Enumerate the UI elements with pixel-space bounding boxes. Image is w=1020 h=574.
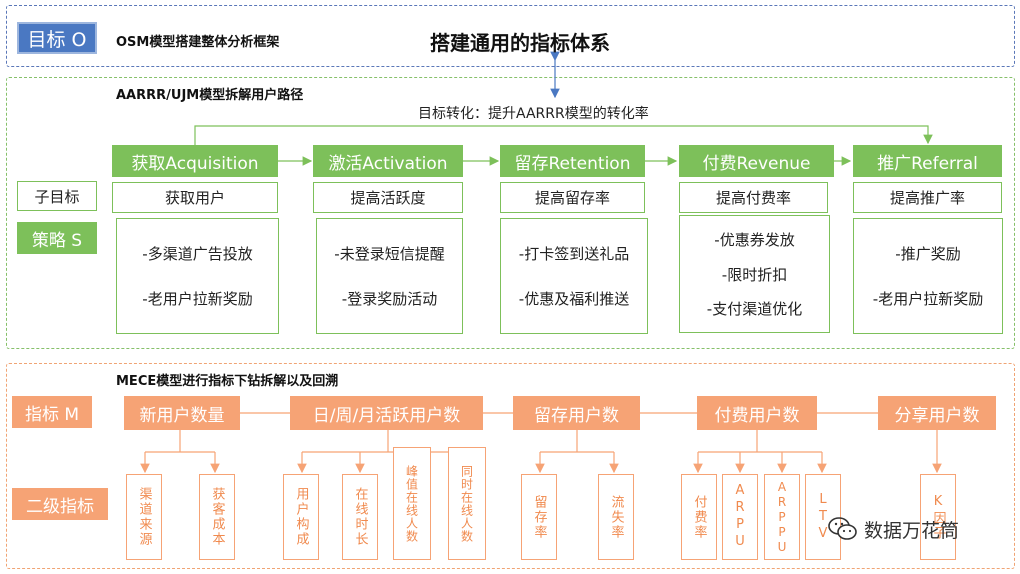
stage-head-activation: 激活Activation	[313, 145, 463, 177]
strategy-item: -限时折扣	[721, 265, 788, 284]
objective-frame	[6, 5, 1015, 67]
stage-strategy-referral: -推广奖励 -老用户拉新奖励	[853, 218, 1003, 334]
main-title: 搭建通用的指标体系	[430, 31, 610, 55]
metric-section-title: MECE模型进行指标下钻拆解以及回溯	[116, 374, 339, 389]
strategy-item: -老用户拉新奖励	[872, 290, 984, 308]
metric-head-active-users: 日/周/月活跃用户数	[290, 396, 483, 430]
strategy-item: -未登录短信提醒	[334, 245, 445, 263]
strategy-frame	[6, 77, 1015, 349]
strategy-item: -支付渠道优化	[706, 299, 803, 318]
metric-head-paying-users: 付费用户数	[697, 396, 817, 430]
secondary-metric-churn-rate: 流失率	[598, 474, 634, 560]
secondary-metric-arppu: ARPPU	[764, 474, 800, 560]
metric-frame	[6, 363, 1015, 569]
stage-goal-acquisition: 获取用户	[112, 182, 278, 213]
secondary-metric-k-factor: K因子	[920, 474, 956, 560]
objective-tag: 目标 O	[17, 22, 97, 54]
sub-goal-label: 子目标	[17, 181, 97, 211]
metric-head-retained-users: 留存用户数	[513, 396, 640, 430]
strategy-section-title: AARRR/UJM模型拆解用户路径	[116, 88, 304, 103]
strategy-item: -老用户拉新奖励	[142, 290, 253, 308]
stage-goal-referral: 提高推广率	[853, 182, 1002, 213]
secondary-metric-peak-online: 峰值在线人数	[393, 447, 431, 560]
stage-goal-activation: 提高活跃度	[313, 182, 463, 213]
secondary-metric-ltv: LTV	[805, 474, 841, 560]
stage-head-referral: 推广Referral	[853, 145, 1002, 177]
strategy-item: -登录奖励活动	[341, 290, 438, 308]
metric-label: 指标 M	[12, 396, 92, 428]
strategy-item: -优惠及福利推送	[518, 290, 630, 308]
secondary-metric-online-duration: 在线时长	[342, 474, 378, 560]
secondary-metric-arpu: ARPU	[722, 474, 758, 560]
strategy-item: -优惠券发放	[714, 231, 795, 250]
strategy-item: -推广奖励	[895, 245, 961, 263]
secondary-metric-user-composition: 用户构成	[283, 474, 319, 560]
secondary-metric-retention-rate: 留存率	[521, 474, 557, 560]
stage-goal-revenue: 提高付费率	[679, 182, 828, 213]
stage-strategy-activation: -未登录短信提醒 -登录奖励活动	[316, 218, 463, 334]
strategy-item: -多渠道广告投放	[142, 245, 253, 263]
stage-goal-retention: 提高留存率	[500, 182, 645, 213]
secondary-metric-concurrent-online: 同时在线人数	[448, 447, 486, 560]
metric-head-new-users: 新用户数量	[124, 396, 240, 430]
watermark-text: 数据万花筒	[864, 519, 960, 542]
secondary-metric-label: 二级指标	[12, 488, 108, 520]
stage-head-revenue: 付费Revenue	[679, 145, 834, 177]
stage-strategy-acquisition: -多渠道广告投放 -老用户拉新奖励	[116, 218, 279, 334]
conversion-loop-arrow	[194, 125, 933, 145]
watermark: 数据万花筒	[828, 512, 959, 546]
strategy-item: -打卡签到送礼品	[518, 245, 630, 263]
stage-strategy-revenue: -优惠券发放 -限时折扣 -支付渠道优化	[679, 215, 830, 333]
stage-head-acquisition: 获取Acquisition	[112, 145, 278, 177]
secondary-metric-pay-rate: 付费率	[681, 474, 717, 560]
secondary-metric-acquisition-cost: 获客成本	[199, 474, 235, 560]
wechat-icon	[828, 517, 857, 540]
stage-strategy-retention: -打卡签到送礼品 -优惠及福利推送	[500, 218, 648, 334]
secondary-metric-channel-source: 渠道来源	[126, 474, 162, 560]
framework-label: OSM模型搭建整体分析框架	[116, 35, 280, 50]
strategy-label: 策略 S	[17, 222, 97, 254]
metric-head-sharing-users: 分享用户数	[878, 396, 996, 430]
conversion-note: 目标转化：提升AARRR模型的转化率	[418, 106, 649, 122]
stage-head-retention: 留存Retention	[500, 145, 645, 177]
